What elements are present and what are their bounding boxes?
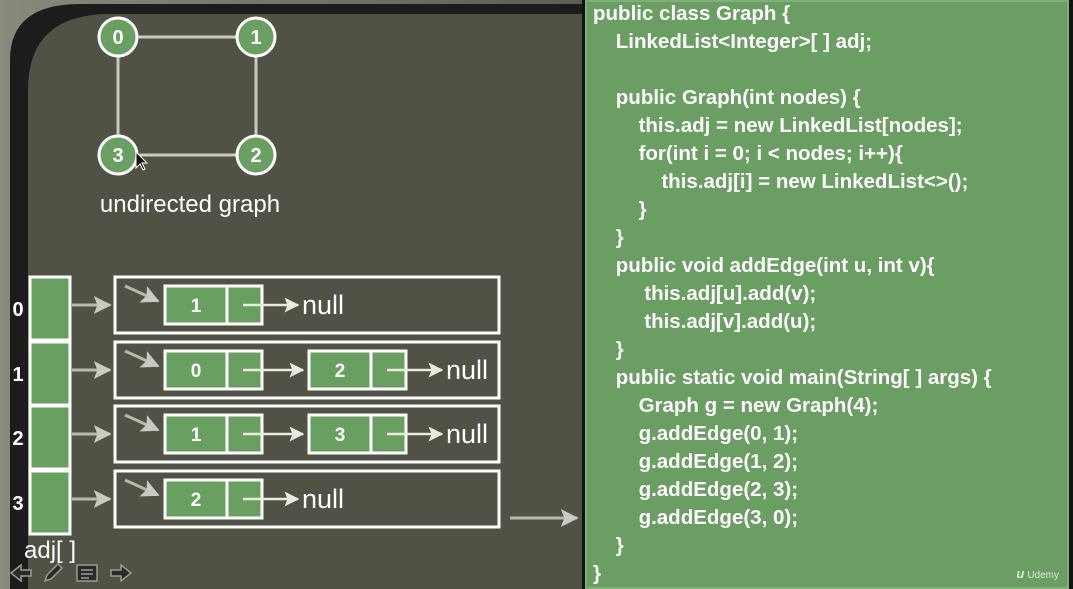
arrow-left-icon bbox=[9, 563, 32, 583]
code-line: public Graph(int nodes) { bbox=[593, 86, 861, 109]
code-line: g.addEdge(0, 1); bbox=[593, 422, 799, 445]
code-line: this.adj = new LinkedList[nodes]; bbox=[593, 114, 963, 137]
code-line: this.adj[u].add(v); bbox=[593, 282, 817, 305]
code-line: this.adj[v].add(u); bbox=[593, 310, 817, 333]
array-cell bbox=[28, 469, 72, 536]
adjacency-array-label: adj[ ] bbox=[24, 537, 76, 564]
row-index-label: 2 bbox=[12, 428, 23, 450]
graph-node: 3 bbox=[97, 134, 139, 176]
code-line: public class Graph { bbox=[593, 2, 791, 25]
list-node: 0 bbox=[163, 349, 305, 391]
list-node: 1 bbox=[163, 413, 305, 455]
slide-left-panel: 0 1 2 3 undirected graph 0 1 null 1 0 2 null 2 1 3 nul… bbox=[0, 0, 582, 589]
adjacency-row: 0 1 null bbox=[12, 275, 501, 342]
null-terminator: null bbox=[302, 484, 344, 514]
list-node: 2 bbox=[307, 349, 444, 391]
graph-caption: undirected graph bbox=[100, 191, 280, 218]
array-cell bbox=[28, 275, 72, 342]
null-terminator: null bbox=[446, 355, 488, 385]
adjacency-list-layer: 0 1 null 1 0 2 null 2 1 3 null 3 2 null adj[ ] bbox=[12, 275, 501, 564]
row-index-label: 3 bbox=[12, 493, 23, 515]
code-line: } bbox=[593, 338, 624, 361]
head-pointer-arrow bbox=[124, 478, 160, 497]
list-node-value: 0 bbox=[191, 361, 202, 382]
watermark-text: Udemy bbox=[1027, 570, 1059, 581]
mouse-cursor-icon bbox=[135, 150, 149, 171]
head-pointer-arrow bbox=[124, 284, 160, 303]
linked-list-container bbox=[113, 340, 501, 400]
code-line: g.addEdge(1, 2); bbox=[593, 450, 799, 473]
graph-node: 0 bbox=[97, 16, 139, 58]
linked-list-container bbox=[113, 404, 501, 464]
list-node-value: 1 bbox=[191, 425, 202, 446]
head-pointer-arrow bbox=[124, 413, 160, 432]
code-line: g.addEdge(2, 3); bbox=[593, 478, 799, 501]
linked-list-container bbox=[113, 275, 501, 335]
graph-node-label: 2 bbox=[250, 145, 261, 167]
head-pointer-arrow bbox=[124, 349, 160, 368]
linked-list-container bbox=[113, 469, 501, 529]
code-line: } bbox=[593, 198, 647, 221]
row-index-label: 0 bbox=[12, 299, 23, 321]
adjacency-row: 3 2 null bbox=[12, 469, 501, 536]
slide-diagram: 0 1 2 3 undirected graph 0 1 null 1 0 2 null 2 1 3 nul… bbox=[0, 0, 582, 589]
graph-node-label: 0 bbox=[112, 27, 123, 49]
graph-node-label: 1 bbox=[250, 27, 261, 49]
notes-button[interactable] bbox=[74, 561, 100, 585]
code-line: } bbox=[593, 562, 601, 585]
code-panel: public class Graph { LinkedList<Integer>… bbox=[585, 0, 1069, 589]
null-terminator: null bbox=[446, 419, 488, 449]
code-line: } bbox=[593, 226, 624, 249]
graph-layer: 0 1 2 3 undirected graph bbox=[97, 16, 280, 218]
array-cell bbox=[28, 404, 72, 471]
previous-slide-button[interactable] bbox=[8, 561, 34, 585]
graph-node-label: 3 bbox=[112, 145, 123, 167]
notes-icon bbox=[76, 564, 98, 582]
list-node: 3 bbox=[307, 413, 444, 455]
code-line: public static void main(String[ ] args) … bbox=[593, 366, 992, 389]
arrow-right-icon bbox=[110, 563, 133, 583]
list-node-value: 1 bbox=[191, 296, 202, 317]
code-line: } bbox=[593, 534, 624, 557]
list-node: 1 bbox=[163, 284, 300, 326]
adjacency-row: 2 1 3 null bbox=[12, 404, 501, 471]
row-index-label: 1 bbox=[12, 364, 23, 386]
list-node-value: 2 bbox=[335, 361, 346, 382]
list-node: 2 bbox=[163, 478, 300, 520]
list-node-value: 3 bbox=[335, 425, 346, 446]
code-line: LinkedList<Integer>[ ] adj; bbox=[593, 30, 873, 53]
code-line: g.addEdge(3, 0); bbox=[593, 506, 799, 529]
null-terminator: null bbox=[302, 290, 344, 320]
udemy-logo-icon: u bbox=[1016, 566, 1025, 581]
pencil-icon bbox=[43, 562, 64, 583]
pen-tool-button[interactable] bbox=[40, 561, 66, 585]
array-cell bbox=[28, 340, 72, 407]
code-line: this.adj[i] = new LinkedList<>(); bbox=[593, 170, 969, 193]
code-line: Graph g = new Graph(4); bbox=[593, 394, 879, 417]
adjacency-row: 1 0 2 null bbox=[12, 340, 501, 407]
graph-node: 2 bbox=[235, 134, 277, 176]
code-line: for(int i = 0; i < nodes; i++){ bbox=[593, 142, 903, 165]
list-node-value: 2 bbox=[191, 490, 202, 511]
graph-node: 1 bbox=[235, 16, 277, 58]
next-slide-button[interactable] bbox=[108, 561, 134, 585]
code-line: public void addEdge(int u, int v){ bbox=[593, 254, 935, 277]
